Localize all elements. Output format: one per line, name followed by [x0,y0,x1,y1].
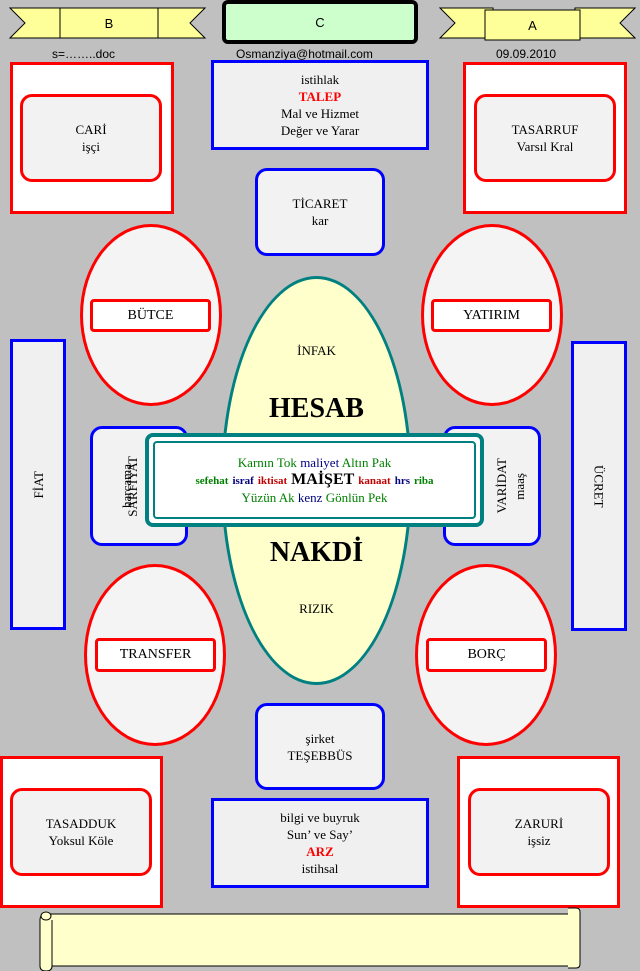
maiset: MAİŞET [291,471,355,488]
zaruri-label: ZARURİ [514,816,564,831]
mal-hizmet-label: Mal ve Hizmet [281,106,359,121]
kanaat: kanaat [358,475,391,487]
rizik-label: RIZIK [299,600,334,616]
varidat-label: VARİDAT [493,458,509,514]
banner-left-label: B [104,15,114,31]
tasadduk-label: TASADDUK [45,816,117,831]
hesab-text: HESAB [221,390,412,428]
maiset-row-3: Yüzün Ak kenz Gönlün Pek [242,489,388,506]
talep-box: istihlak TALEP Mal ve Hizmet Değer ve Ya… [211,60,429,150]
file-note: s=……..doc [52,47,116,61]
butce-label: BÜTCE [127,307,174,323]
iktisat: iktisat [257,475,288,487]
nakdi-label: NAKDİ [269,537,364,568]
isci-label: işçi [81,139,101,154]
cari-label: CARİ [75,122,107,137]
bilgi-buyruk-label: bilgi ve buyruk [280,810,360,825]
corner-top-left-box: CARİ işçi [20,94,162,182]
date-text: 09.09.2010 [496,47,557,61]
sirket-box: şirket TEŞEBBÜS [255,703,385,790]
riba: riba [413,475,434,487]
yatirim-label: YATIRIM [463,307,520,323]
sarfiyat-label: SARFİYAT [124,455,140,517]
banner-center: C [222,0,418,44]
arz-box: bilgi ve buyruk Sun’ ve Say’ ARZ istihsa… [211,798,429,888]
ucret-bar: ÜCRET [571,341,627,631]
arz-label: ARZ [306,844,334,859]
sefehat: sefehat [195,475,229,487]
hrs: hrs [394,475,410,487]
talep-label: TALEP [298,89,342,104]
corner-top-right-box: TASARRUF Varsıl Kral [474,94,616,182]
maas-label: maaş [511,472,527,500]
fiat-label: FİAT [30,470,46,499]
ucret-label: ÜCRET [591,464,607,508]
borc-label-box: BORÇ [426,638,547,672]
ticaret-box: TİCARET kar [255,168,385,256]
israf: israf [232,475,254,487]
maiset-row-1: Karnın Tok maliyet Altın Pak [238,454,391,471]
yoksul-kole-label: Yoksul Köle [48,833,114,848]
rizik-text: RIZIK [221,598,412,618]
istihsal-label: istihsal [301,861,339,876]
corner-bottom-right-box: ZARURİ işsiz [468,788,610,876]
banner-left [8,7,207,39]
banner-right [438,7,637,41]
borc-label: BORÇ [467,647,506,662]
banner-center-label: C [315,14,325,30]
karnin-tok: Karnın Tok [237,455,297,470]
issiz-label: işsiz [527,833,551,848]
istihlak-label: istihlak [300,72,340,87]
maiset-box: Karnın Tok maliyet Altın Pak sefehat isr… [153,441,476,519]
butce-label-box: BÜTCE [90,299,211,332]
transfer-label-box: TRANSFER [95,638,216,672]
deger-yarar-label: Değer ve Yarar [280,123,360,138]
maas-text: maaş [508,426,530,546]
sirket-label: şirket [305,730,335,746]
sarfiyat-text-2: SARFİYAT [120,426,144,546]
maliyet: maliyet [300,455,340,470]
gonlun-pek: Gönlün Pek [325,490,388,505]
maiset-row-2: sefehat israf iktisat MAİŞET kanaat hrs … [195,471,433,489]
infak-label: İNFAK [297,342,336,358]
hesab-label: HESAB [269,393,364,424]
corner-bottom-left-box: TASADDUK Yoksul Köle [10,788,152,876]
varsil-kral-label: Varsıl Kral [516,139,574,154]
banner-right-label: A [528,17,537,33]
kenz: kenz [297,490,323,505]
ticaret-label: TİCARET [292,196,348,211]
sun-say-label: Sun’ ve Say’ [286,827,354,842]
tesebbus-label: TEŞEBBÜS [287,747,353,763]
tasarruf-label: TASARRUF [511,122,579,137]
yatirim-label-box: YATIRIM [431,299,552,332]
yuzun-ak: Yüzün Ak [241,490,295,505]
nakdi-text: NAKDİ [221,534,412,572]
bottom-scroll [39,907,581,971]
kar-label: kar [311,213,329,228]
altin-pak: Altın Pak [341,455,392,470]
transfer-label: TRANSFER [119,647,192,662]
infak-text: İNFAK [221,340,412,360]
fiat-bar: FİAT [10,339,66,630]
email-text: Osmanziya@hotmail.com [236,47,373,61]
